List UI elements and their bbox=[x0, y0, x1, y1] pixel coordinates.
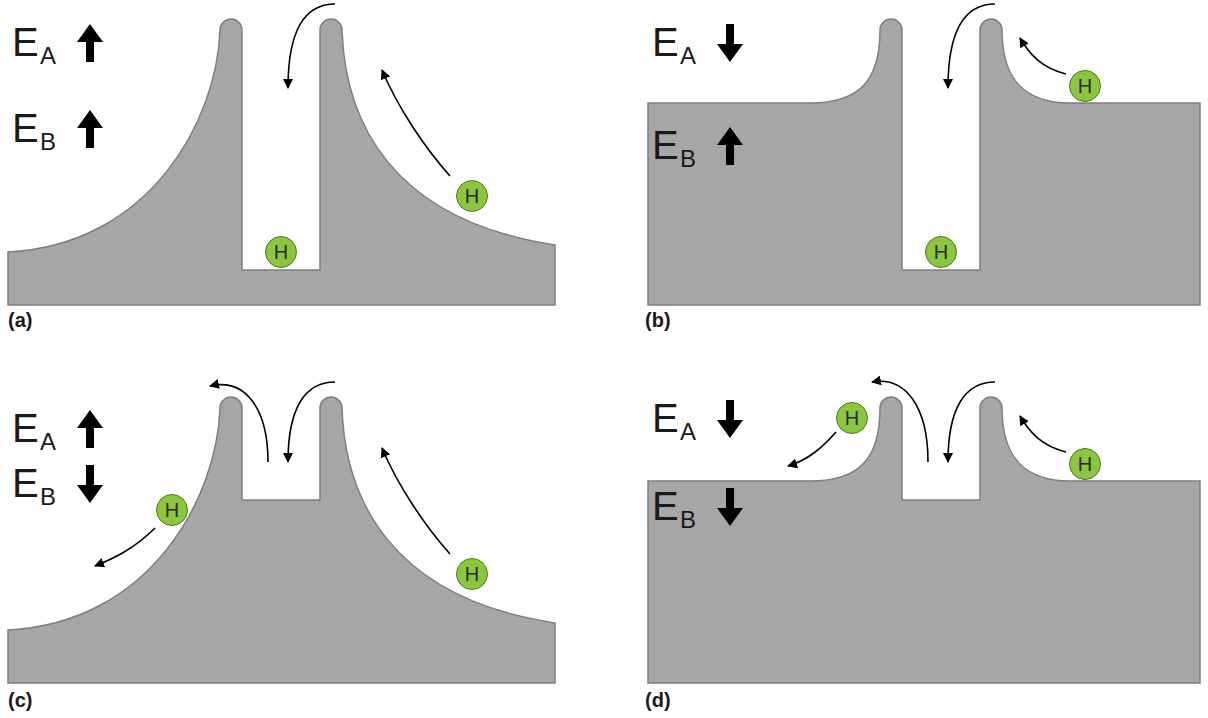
energy-subscript: A bbox=[40, 430, 56, 454]
panel-label: (d) bbox=[645, 690, 671, 710]
atom-symbol: H bbox=[465, 186, 479, 206]
energy-symbol: E bbox=[12, 22, 39, 62]
motion-arrow bbox=[382, 70, 450, 176]
motion-arrow bbox=[788, 432, 836, 466]
surface-profile bbox=[648, 397, 1200, 683]
atom-symbol: H bbox=[274, 242, 288, 262]
hydrogen-atom: H bbox=[156, 494, 188, 526]
surface-profile bbox=[648, 19, 1200, 305]
atom-symbol: H bbox=[465, 564, 479, 584]
atom-symbol: H bbox=[165, 500, 179, 520]
atom-symbol: H bbox=[1078, 454, 1092, 474]
hydrogen-atom: H bbox=[456, 558, 488, 590]
energy-arrow-down bbox=[717, 488, 743, 526]
motion-arrow bbox=[872, 381, 928, 462]
energy-symbol: E bbox=[12, 463, 39, 503]
energy-arrow-up bbox=[77, 24, 103, 62]
energy-subscript: B bbox=[680, 508, 696, 532]
motion-arrow bbox=[210, 385, 268, 462]
energy-arrow-up bbox=[717, 127, 743, 165]
surface-profile bbox=[8, 19, 555, 305]
energy-symbol: E bbox=[652, 486, 679, 526]
panel-label: (c) bbox=[8, 690, 32, 710]
atom-symbol: H bbox=[934, 242, 948, 262]
energy-symbol: E bbox=[12, 408, 39, 448]
energy-arrow-down bbox=[717, 400, 743, 438]
panel-label: (a) bbox=[8, 310, 32, 330]
motion-arrow bbox=[1020, 38, 1066, 74]
energy-subscript: A bbox=[680, 420, 696, 444]
hydrogen-atom: H bbox=[1069, 70, 1101, 102]
energy-arrow-up bbox=[77, 110, 103, 148]
hydrogen-atom: H bbox=[836, 402, 868, 434]
energy-symbol: E bbox=[652, 22, 679, 62]
motion-arrow bbox=[948, 4, 995, 88]
energy-arrow-up bbox=[77, 410, 103, 448]
energy-symbol: E bbox=[12, 108, 39, 148]
atom-symbol: H bbox=[845, 408, 859, 428]
motion-arrow bbox=[948, 382, 995, 462]
motion-arrow bbox=[382, 448, 450, 554]
hydrogen-atom: H bbox=[925, 236, 957, 268]
energy-subscript: B bbox=[680, 147, 696, 171]
motion-arrow bbox=[288, 4, 335, 88]
surface-profile bbox=[8, 397, 555, 683]
energy-arrow-down bbox=[77, 465, 103, 503]
motion-arrow bbox=[1020, 416, 1066, 452]
energy-subscript: B bbox=[40, 485, 56, 509]
energy-subscript: A bbox=[40, 44, 56, 68]
motion-arrow bbox=[95, 528, 155, 566]
energy-arrow-down bbox=[717, 24, 743, 62]
motion-arrow bbox=[288, 382, 335, 462]
hydrogen-atom: H bbox=[265, 236, 297, 268]
atom-symbol: H bbox=[1078, 76, 1092, 96]
hydrogen-atom: H bbox=[1069, 448, 1101, 480]
energy-subscript: A bbox=[680, 44, 696, 68]
panel-label: (b) bbox=[645, 310, 671, 330]
hydrogen-atom: H bbox=[456, 180, 488, 212]
energy-subscript: B bbox=[40, 130, 56, 154]
energy-symbol: E bbox=[652, 398, 679, 438]
energy-arrows bbox=[77, 24, 743, 526]
row-top bbox=[8, 4, 1200, 305]
energy-symbol: E bbox=[652, 125, 679, 165]
row-bottom bbox=[8, 381, 1200, 683]
